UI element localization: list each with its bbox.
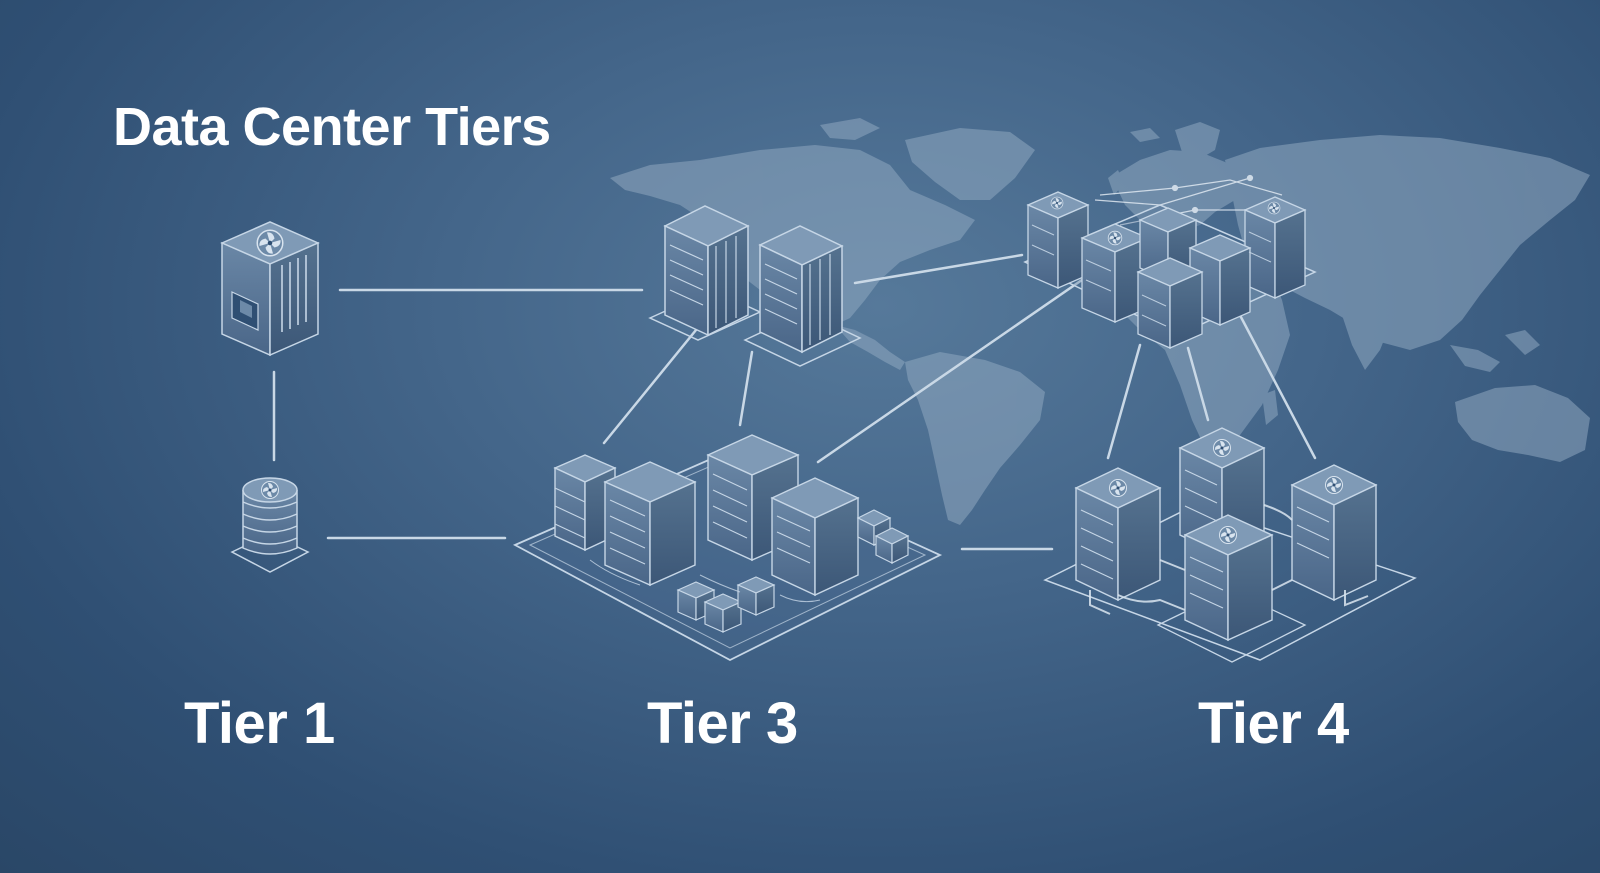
map-data-center-cluster bbox=[1023, 191, 1317, 349]
diagram-title: Data Center Tiers bbox=[113, 97, 551, 157]
tier1-fan-unit-icon bbox=[230, 477, 310, 573]
tier3-label: Tier 3 bbox=[647, 691, 798, 756]
tier4-label: Tier 4 bbox=[1198, 691, 1349, 756]
tier3-data-center-campus bbox=[512, 434, 943, 662]
connector-lines bbox=[272, 253, 1317, 551]
tier1-server-tower-icon bbox=[220, 221, 320, 357]
tier1-label: Tier 1 bbox=[184, 691, 335, 756]
tier4-data-center-campus bbox=[1043, 427, 1417, 663]
tier3-upper-server-racks bbox=[648, 205, 862, 367]
